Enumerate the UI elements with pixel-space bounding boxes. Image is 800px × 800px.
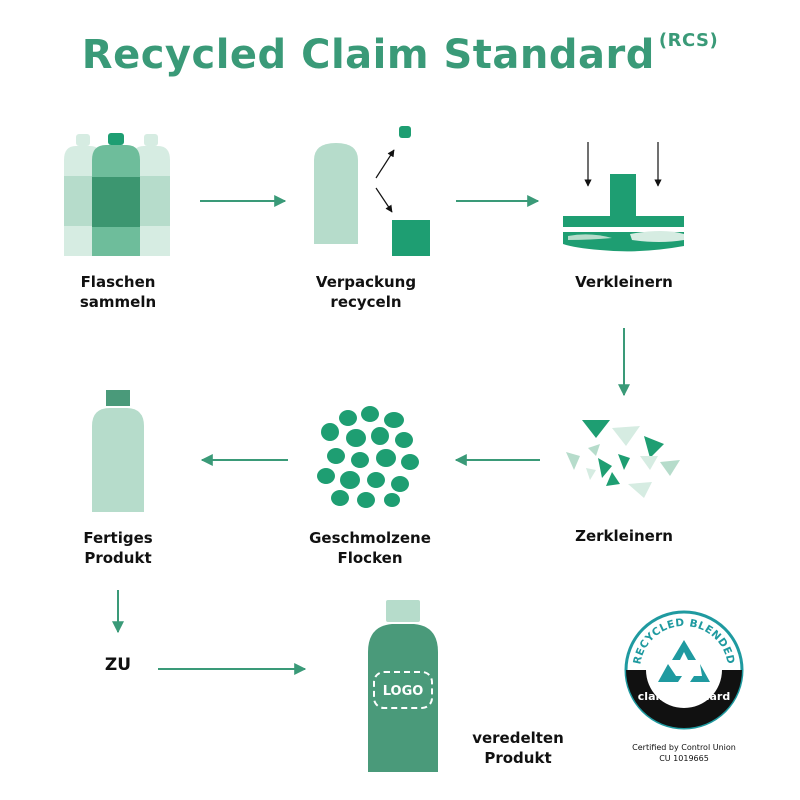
seal-bottom-text: claim standard [638, 690, 730, 703]
finished-bottle-icon [92, 390, 144, 512]
step-label-melt: Geschmolzene Flocken [309, 529, 431, 567]
recycled-claim-standard-seal: RECYCLED BLENDED claim standard [624, 610, 744, 730]
seal-certification-caption: Certified by Control Union CU 1019665 [632, 743, 736, 763]
bottles-group-icon [64, 133, 170, 256]
refined-product-label: veredelten Produkt [472, 729, 564, 767]
recycle-packaging-icon [314, 126, 430, 256]
logo-placeholder-frame [373, 671, 433, 709]
page-title: Recycled Claim Standard(RCS) [0, 30, 800, 78]
title-text: Recycled Claim Standard [81, 32, 655, 78]
crushed-flakes-icon [566, 420, 680, 498]
melted-flakes-icon [317, 406, 419, 508]
title-abbr: (RCS) [658, 30, 719, 51]
final-product-bottle-icon: LOGO [368, 600, 438, 772]
recycle-symbol-icon [658, 640, 710, 682]
shredder-press-icon [563, 142, 684, 252]
step-label-crush: Zerkleinern [575, 527, 673, 545]
step-label-finished: Fertiges Produkt [83, 529, 153, 567]
bottle-logo-text: LOGO [383, 684, 424, 699]
step-label-recycle: Verpackung recyceln [315, 273, 417, 311]
step-label-shred: Verkleinern [575, 273, 673, 291]
step-label-collect: Flaschen sammeln [79, 273, 157, 311]
conversion-word: ZU [104, 655, 132, 675]
